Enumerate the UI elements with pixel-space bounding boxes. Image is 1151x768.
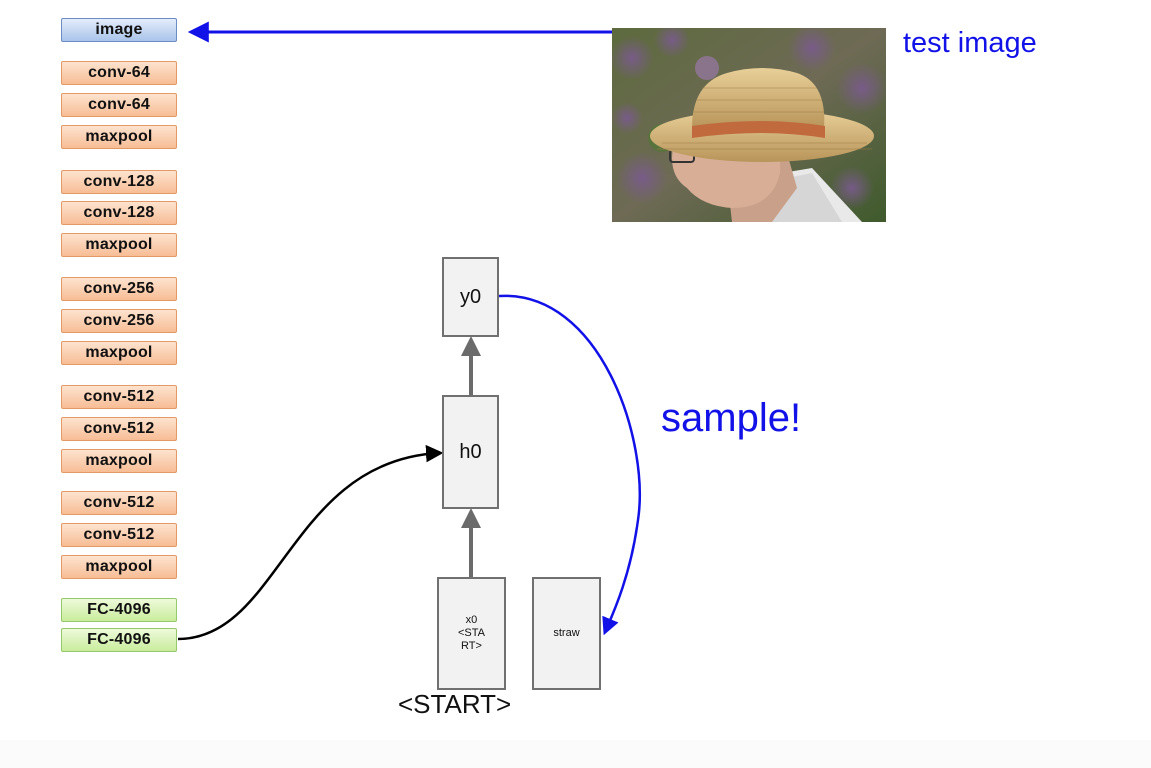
- layer-conv: conv-64: [61, 93, 177, 117]
- layer-pool: maxpool: [61, 555, 177, 579]
- layer-image-input: image: [61, 18, 177, 42]
- layer-pool: maxpool: [61, 125, 177, 149]
- layer-conv: conv-512: [61, 417, 177, 441]
- sample-arrow: [498, 294, 641, 636]
- test-image-photo: [612, 28, 886, 222]
- sampled-word-label: straw: [553, 627, 580, 639]
- layer-conv: conv-512: [61, 491, 177, 515]
- x0-line: <STA: [457, 627, 485, 639]
- y0-label: y0: [459, 285, 482, 308]
- x0-label: x0 <STA RT>: [458, 614, 485, 653]
- layer-pool: maxpool: [61, 233, 177, 257]
- x0-input-box: x0 <STA RT>: [437, 577, 506, 690]
- layer-pool: maxpool: [61, 449, 177, 473]
- layer-conv: conv-512: [61, 523, 177, 547]
- layer-fc: FC-4096: [61, 598, 177, 622]
- layer-conv: conv-256: [61, 277, 177, 301]
- start-token-label: <START>: [398, 689, 512, 719]
- layer-conv: conv-64: [61, 61, 177, 85]
- layer-conv: conv-256: [61, 309, 177, 333]
- footer-band: [0, 740, 1151, 768]
- test-image-caption: test image: [903, 27, 1037, 59]
- x0-line: RT>: [461, 640, 482, 652]
- fc-to-h0-arrow: [177, 444, 444, 641]
- sampled-word-box: straw: [532, 577, 601, 690]
- x0-line: x0: [465, 614, 478, 626]
- layer-conv: conv-128: [61, 170, 177, 194]
- straw-hat-man-photo: [612, 28, 886, 222]
- layer-fc: FC-4096: [61, 628, 177, 652]
- layer-pool: maxpool: [61, 341, 177, 365]
- layer-conv: conv-128: [61, 201, 177, 225]
- sample-caption: sample!: [661, 396, 802, 440]
- h0-hidden-box: h0: [442, 395, 499, 509]
- layer-conv: conv-512: [61, 385, 177, 409]
- y0-output-box: y0: [442, 257, 499, 337]
- h0-label: h0: [459, 440, 482, 463]
